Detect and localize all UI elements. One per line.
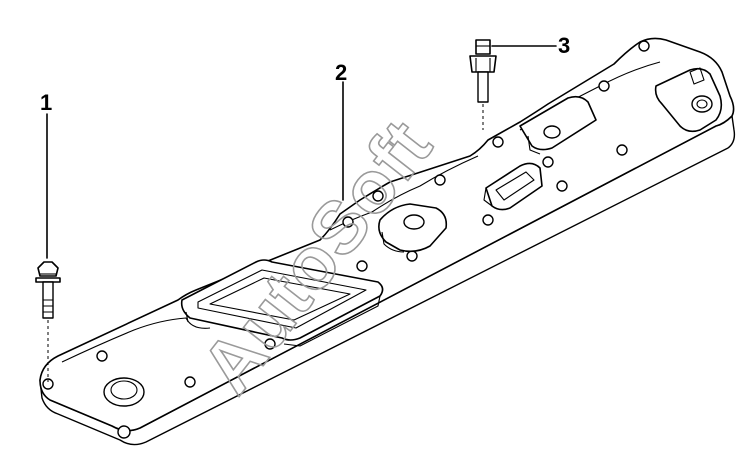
bolt-holes (42, 40, 650, 439)
inspection-window (180, 259, 384, 347)
cover-plate (39, 37, 736, 446)
bracket-center (483, 162, 543, 211)
port-opening (103, 377, 145, 407)
callout-3: 3 (558, 33, 570, 58)
callout-2: 2 (335, 60, 347, 85)
stud-part-3 (469, 39, 497, 130)
bracket-upper (519, 95, 597, 155)
leader-lines (46, 45, 557, 259)
center-boss (378, 203, 448, 253)
end-boss (654, 67, 723, 133)
bolt-part-1 (35, 261, 61, 382)
callout-1: 1 (40, 90, 52, 115)
